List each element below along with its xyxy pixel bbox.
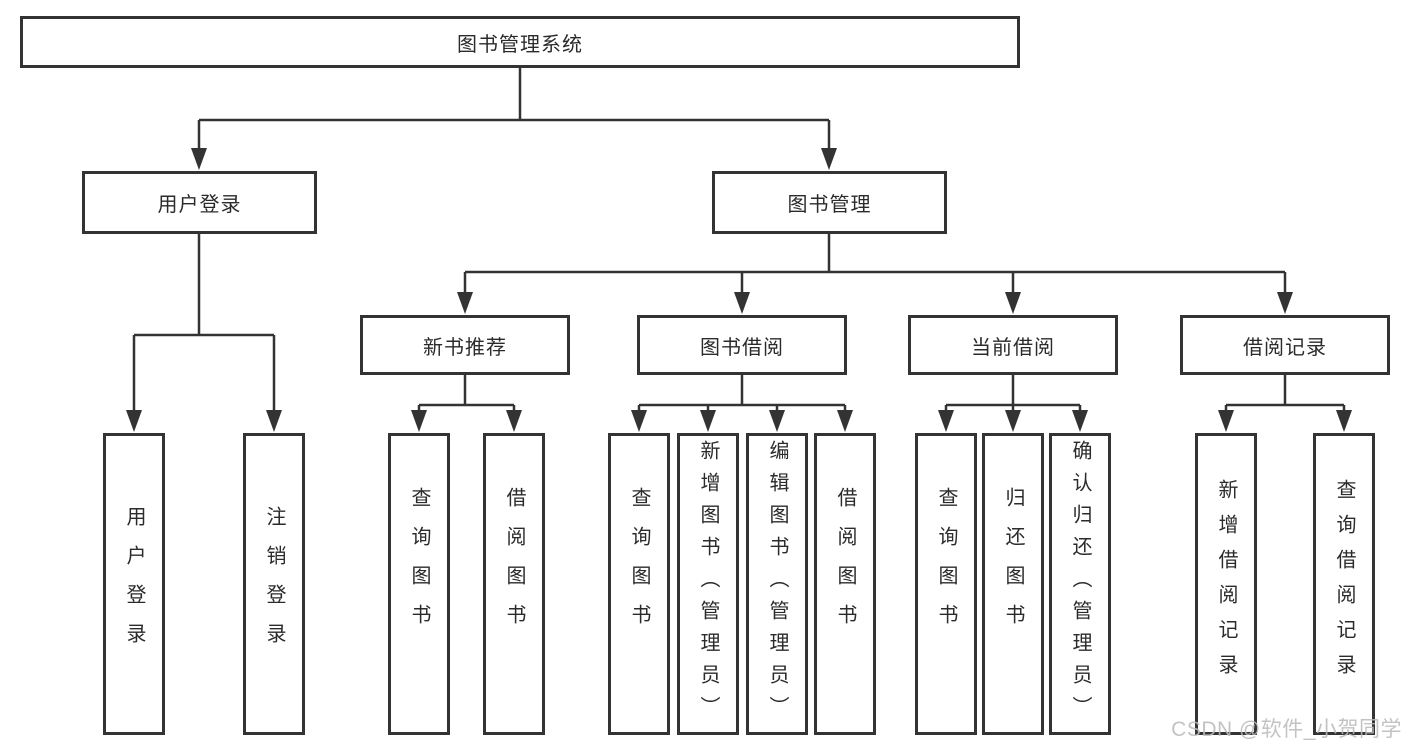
leaf-user-login-label: 用户登录 — [123, 506, 145, 662]
node-current-borrowing: 当前借阅 — [908, 315, 1118, 375]
node-borrowing-records-label: 借阅记录 — [1243, 336, 1327, 359]
node-book-management: 图书管理 — [712, 171, 947, 234]
node-current-borrowing-label: 当前借阅 — [971, 336, 1055, 359]
node-book-borrowing-label: 图书借阅 — [700, 336, 784, 359]
leaf-current-confirm-return-admin-label: 确认归还（管理员） — [1069, 440, 1091, 728]
leaf-logout-label: 注销登录 — [263, 506, 285, 662]
leaf-current-return-books-label: 归还图书 — [1002, 487, 1024, 643]
leaf-current-query-books: 查询图书 — [915, 433, 977, 735]
connector-lines — [132, 68, 1346, 416]
csdn-watermark: CSDN @软件_小贺同学 — [1171, 718, 1402, 741]
node-new-book-recommend: 新书推荐 — [360, 315, 570, 375]
leaf-records-query-record-label: 查询借阅记录 — [1333, 479, 1355, 689]
node-root-label: 图书管理系统 — [457, 33, 583, 56]
leaf-current-query-books-label: 查询图书 — [935, 487, 957, 643]
leaf-recommend-borrow-books-label: 借阅图书 — [503, 487, 525, 643]
node-user-login-label: 用户登录 — [157, 194, 242, 216]
node-root: 图书管理系统 — [20, 16, 1020, 68]
leaf-current-return-books: 归还图书 — [982, 433, 1044, 735]
leaf-borrowing-edit-books-admin-label: 编辑图书（管理员） — [766, 440, 788, 728]
leaf-borrowing-query-books: 查询图书 — [608, 433, 670, 735]
node-borrowing-records: 借阅记录 — [1180, 315, 1390, 375]
leaf-borrowing-query-books-label: 查询图书 — [628, 487, 650, 643]
leaf-records-add-record: 新增借阅记录 — [1195, 433, 1257, 735]
leaf-borrowing-borrow-books: 借阅图书 — [814, 433, 876, 735]
node-user-login: 用户登录 — [82, 171, 317, 234]
leaf-recommend-query-books-label: 查询图书 — [408, 487, 430, 643]
leaf-user-login: 用户登录 — [103, 433, 165, 735]
leaf-borrowing-edit-books-admin: 编辑图书（管理员） — [746, 433, 808, 735]
leaf-logout: 注销登录 — [243, 433, 305, 735]
leaf-recommend-borrow-books: 借阅图书 — [483, 433, 545, 735]
leaf-recommend-query-books: 查询图书 — [388, 433, 450, 735]
leaf-records-query-record: 查询借阅记录 — [1313, 433, 1375, 735]
leaf-borrowing-add-books-admin: 新增图书（管理员） — [677, 433, 739, 735]
leaf-borrowing-add-books-admin-label: 新增图书（管理员） — [697, 440, 719, 728]
node-book-borrowing: 图书借阅 — [637, 315, 847, 375]
leaf-current-confirm-return-admin: 确认归还（管理员） — [1049, 433, 1111, 735]
leaf-borrowing-borrow-books-label: 借阅图书 — [834, 487, 856, 643]
node-new-book-recommend-label: 新书推荐 — [423, 336, 507, 359]
leaf-records-add-record-label: 新增借阅记录 — [1215, 479, 1237, 689]
node-book-management-label: 图书管理 — [787, 194, 872, 216]
